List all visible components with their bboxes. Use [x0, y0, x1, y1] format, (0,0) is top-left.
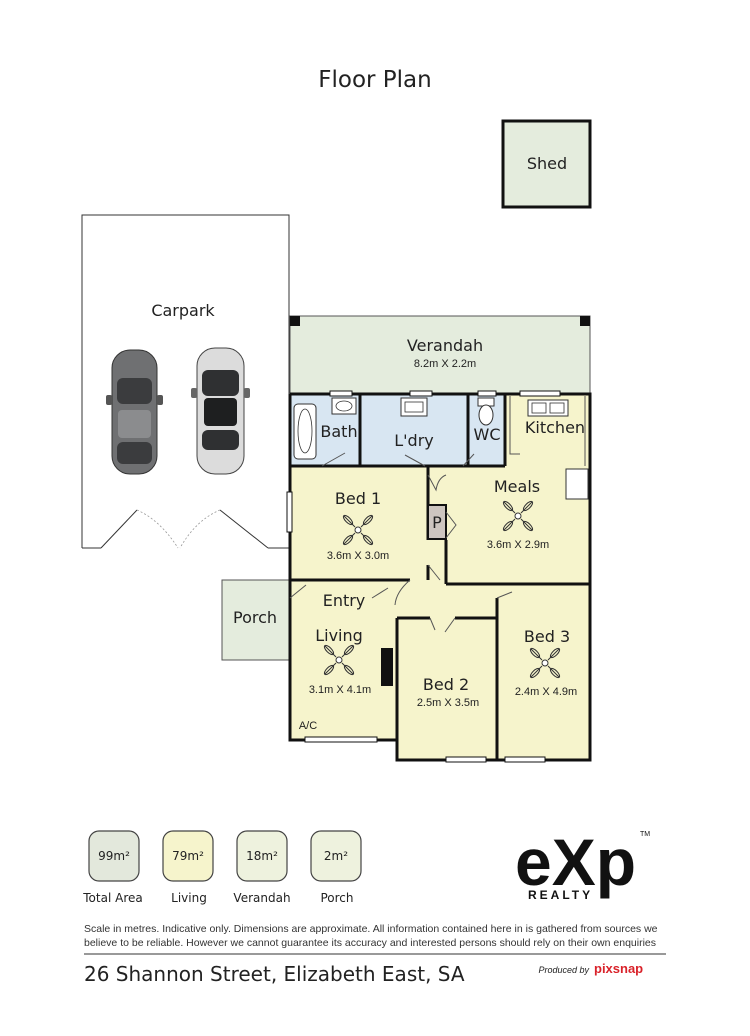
producer-credit: Produced by pixsnap [538, 961, 643, 976]
bed2-floor [397, 618, 497, 760]
meals-label: Meals [494, 477, 540, 496]
carpark: Carpark [81, 214, 290, 549]
exp-tm: TM [640, 831, 650, 838]
legend-living-value: 79m² [172, 849, 204, 863]
ceiling-fan-icon [502, 500, 534, 532]
windows [286, 390, 561, 763]
legend-porch: 2m² Porch [310, 830, 362, 905]
legend-porch-value: 2m² [324, 849, 348, 863]
entry-label: Entry [323, 591, 366, 610]
meals-dims: 3.6m X 2.9m [487, 539, 549, 551]
carpark-label: Carpark [151, 301, 215, 320]
living-floor [290, 618, 397, 740]
exp-realty-logo: eXp TM REALTY [515, 825, 650, 902]
legend-living-caption: Living [171, 891, 207, 905]
bed2-dims: 2.5m X 3.5m [417, 697, 479, 709]
legend-living: 79m² Living [162, 830, 214, 905]
ceiling-fan-icon [342, 514, 374, 546]
legend-total-value: 99m² [98, 849, 130, 863]
ceiling-fan-icon [323, 644, 355, 676]
shed: Shed [501, 119, 592, 209]
porch-label: Porch [233, 608, 277, 627]
living-label: Living [315, 626, 363, 645]
wc-label: WC [474, 425, 501, 444]
toilet-icon [477, 397, 495, 426]
shed-label: Shed [527, 154, 567, 173]
kitchen-label: Kitchen [525, 418, 585, 437]
porch: Porch [221, 579, 291, 661]
page-title: Floor Plan [318, 67, 431, 93]
bathtub-icon [293, 403, 317, 460]
disclaimer-line-1: Scale in metres. Indicative only. Dimens… [84, 923, 658, 935]
legend-verandah: 18m² Verandah [233, 830, 291, 905]
bed1-floor [290, 466, 428, 580]
kitchen-bench-icon [509, 396, 589, 500]
bath-label: Bath [320, 422, 357, 441]
legend-total-caption: Total Area [82, 891, 142, 905]
bed3-label: Bed 3 [524, 627, 570, 646]
disclaimer-line-2: believe to be reliable. However we canno… [84, 937, 656, 949]
legend-total-area: 99m² Total Area [82, 830, 143, 905]
verandah-dims: 8.2m X 2.2m [414, 358, 476, 370]
legend-verandah-caption: Verandah [233, 891, 290, 905]
car-silver-icon [191, 347, 250, 475]
kitchen-sink-icon [527, 399, 569, 417]
bed1-dims: 3.6m X 3.0m [327, 550, 389, 562]
bed2-label: Bed 2 [423, 675, 469, 694]
bed3-floor [497, 584, 590, 760]
laundry-tub-icon [400, 397, 428, 417]
bed3-dims: 2.4m X 4.9m [515, 686, 577, 698]
verandah: Verandah 8.2m X 2.2m [289, 315, 591, 395]
living-dims: 3.1m X 4.1m [309, 684, 371, 696]
exp-logo-text: eXp [515, 825, 636, 899]
basin-icon [331, 397, 357, 415]
pantry-label: P [432, 513, 442, 532]
legend-porch-caption: Porch [320, 891, 353, 905]
laundry-label: L'dry [394, 431, 434, 450]
legend-verandah-value: 18m² [246, 849, 278, 863]
exp-realty-text: REALTY [528, 888, 593, 902]
ceiling-fan-icon [529, 647, 561, 679]
verandah-label: Verandah [407, 336, 483, 355]
property-address: 26 Shannon Street, Elizabeth East, SA [84, 962, 465, 986]
car-dark-icon [106, 349, 163, 475]
fireplace-icon [381, 648, 393, 686]
door-swings [289, 452, 513, 633]
pixsnap-logo: pixsnap [594, 961, 643, 976]
produced-by-text: Produced by [538, 965, 589, 975]
bed1-label: Bed 1 [335, 489, 381, 508]
pantry: P [427, 504, 447, 540]
area-legend: 99m² Total Area 79m² Living 18m² Veranda… [82, 830, 362, 905]
ac-label: A/C [299, 720, 317, 732]
